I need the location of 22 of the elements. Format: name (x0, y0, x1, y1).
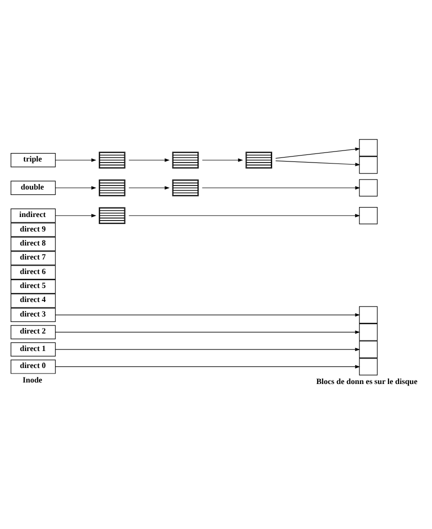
arrow (202, 186, 360, 190)
arrow (55, 313, 360, 317)
arrow (202, 158, 244, 162)
node-box (359, 156, 378, 174)
arrow (128, 186, 170, 190)
arrow (55, 214, 96, 218)
arrow (128, 214, 360, 218)
arrow (275, 160, 360, 166)
arrow (55, 348, 360, 352)
arrow (55, 330, 360, 334)
node-box (359, 340, 378, 358)
node-box (359, 324, 378, 341)
node-box (359, 139, 378, 156)
node-box (359, 306, 378, 324)
arrow (55, 186, 96, 190)
arrow (128, 158, 170, 162)
node-box (359, 179, 378, 196)
arrow (275, 147, 360, 159)
arrow (55, 364, 360, 368)
arrow (55, 158, 96, 162)
node-box (359, 207, 378, 224)
node-box (359, 358, 378, 376)
